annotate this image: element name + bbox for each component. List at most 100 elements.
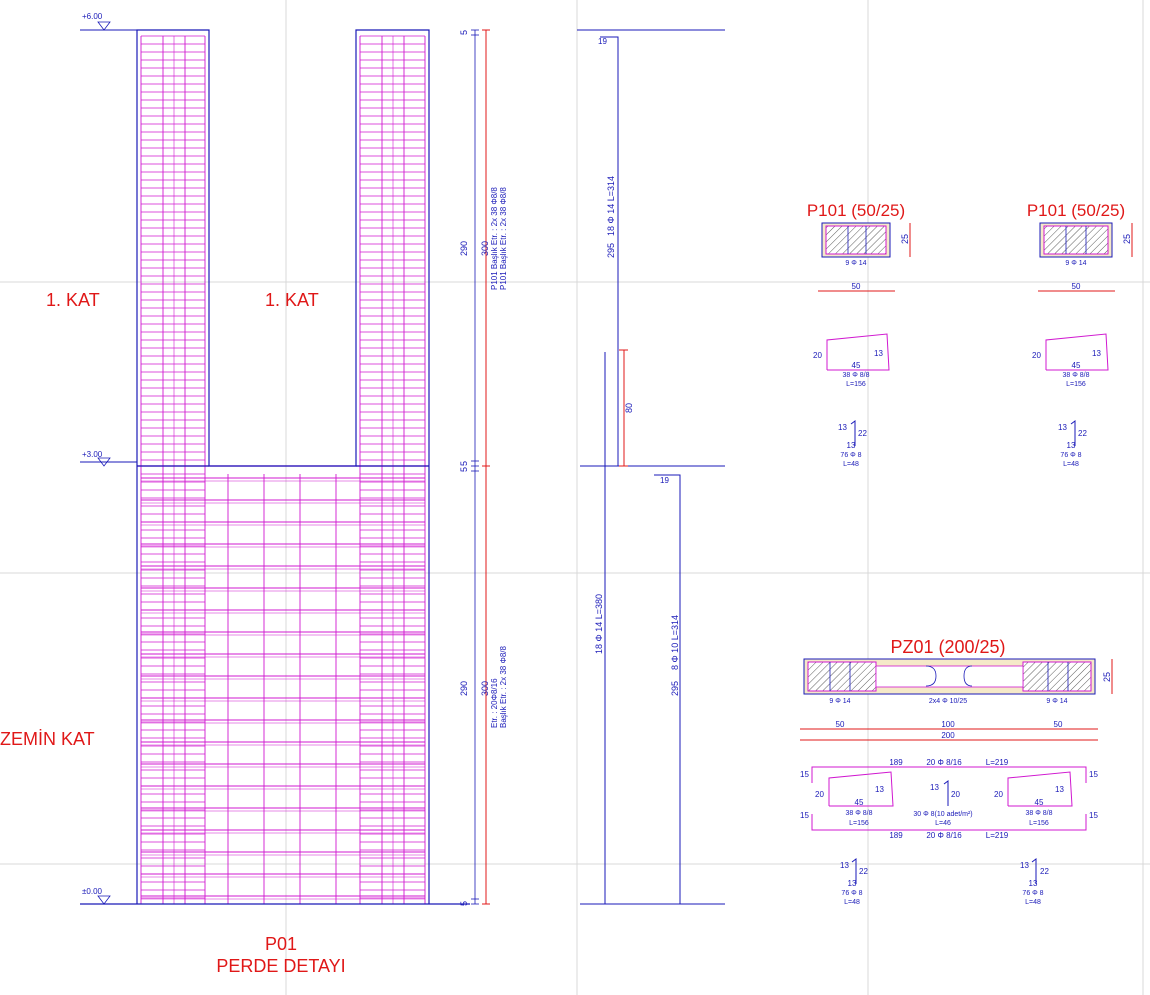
- dim-lower-bottom: 5: [459, 901, 469, 906]
- wall-outline: [80, 29, 470, 905]
- p101-left-stirrup-len: L=156: [846, 381, 866, 388]
- section-pz01: PZ01 (200/25) 9 Φ 14 2x4 Φ 10/25 9 Φ 14 …: [800, 637, 1113, 906]
- lower-bar-label: 8 Φ 10 L=314: [670, 615, 680, 670]
- section-p101-right: P101 (50/25) 9 Φ 14 25 50 20 13 45 38 Φ …: [1027, 201, 1133, 468]
- lower-stirrup-note-1: Etr. : 20Φ8/16: [490, 678, 499, 728]
- upper-stirrup-note-2: P101 Başlık Etr. : 2x 38 Φ8/8: [499, 187, 508, 290]
- pz01-bars-right: 9 Φ 14: [1046, 698, 1067, 705]
- dim-upper-bottom: 5: [459, 461, 469, 466]
- p101-left-tie-c: 13: [847, 441, 856, 450]
- p101-right-stirrup-count: 38 Φ 8/8: [1063, 372, 1090, 379]
- pz01-tie-right-c: 13: [1029, 879, 1038, 888]
- p101-right-depth: 25: [1122, 234, 1132, 244]
- pz01-right-15a: 15: [1089, 770, 1098, 779]
- pz01-tie-right-len: L=48: [1025, 899, 1041, 906]
- floor-label-first-right: 1. KAT: [265, 290, 319, 310]
- dim-lower-top: 5: [459, 467, 469, 472]
- pz01-mid-len: L=46: [935, 820, 951, 827]
- pz01-stir-count-left: 38 Φ 8/8: [846, 810, 873, 817]
- section-p101-left: P101 (50/25) 9 Φ 14 25 50 20 13 45 38 Φ …: [807, 201, 911, 468]
- upper-bar-hook: 19: [598, 37, 607, 46]
- lap-dimension: [619, 349, 628, 467]
- p101-right-tie-c: 13: [1067, 441, 1076, 450]
- p101-left-bars: 9 Φ 14: [845, 260, 866, 267]
- pz01-top-count: 20 Φ 8/16: [926, 758, 962, 767]
- pz01-dim-right: 50: [1054, 720, 1063, 729]
- pz01-stir-len-left: L=156: [849, 820, 869, 827]
- pz01-stir-count-right: 38 Φ 8/8: [1026, 810, 1053, 817]
- pz01-stir-len-right: L=156: [1029, 820, 1049, 827]
- p101-left-stirrup-w: 45: [852, 361, 861, 370]
- pz01-left-15b: 15: [800, 811, 809, 820]
- pz01-stir-w-left: 45: [855, 798, 864, 807]
- pz01-left-15a: 15: [800, 770, 809, 779]
- p101-right-stirrup-w: 45: [1072, 361, 1081, 370]
- p101-right-width: 50: [1072, 282, 1081, 291]
- pz01-mid-tie-b: 20: [951, 790, 960, 799]
- level-mid-label: +3.00: [82, 450, 103, 459]
- p101-left-tie-a: 13: [838, 423, 847, 432]
- p101-right-bars: 9 Φ 14: [1065, 260, 1086, 267]
- p101-left-tie-len: L=48: [843, 461, 859, 468]
- pz01-stir-h-right: 20: [994, 790, 1003, 799]
- elevation-dimensions: 5 290 300 5 5 290 300 5 P101 Başlık Etr.…: [459, 29, 508, 906]
- p101-right-tie-len: L=48: [1063, 461, 1079, 468]
- pz01-tie-left-len: L=48: [844, 899, 860, 906]
- dim-upper-top: 5: [459, 30, 469, 35]
- pz01-bot-count: 20 Φ 8/16: [926, 831, 962, 840]
- pz01-tie-left-count: 76 Φ 8: [841, 890, 862, 897]
- pz01-hook-right: 13: [1055, 785, 1064, 794]
- p101-left-tie-b: 22: [858, 429, 867, 438]
- pz01-dim-left: 50: [836, 720, 845, 729]
- upper-stirrup-note-1: P101 Başlık Etr. : 2x 38 Φ8/8: [490, 187, 499, 290]
- rebar-mesh: [137, 35, 429, 904]
- pz01-mid-tie-a: 13: [930, 783, 939, 792]
- drawing-name: PERDE DETAYI: [216, 956, 345, 976]
- p101-right-stirrup-h: 20: [1032, 351, 1041, 360]
- bar-schedule: [577, 29, 725, 905]
- p101-right-hook: 13: [1092, 349, 1101, 358]
- dim-upper-total: 300: [480, 241, 490, 256]
- dim-lower-height: 290: [459, 681, 469, 696]
- lower-stirrup-note-2: Başlık Etr. : 2x 38 Φ8/8: [499, 645, 508, 728]
- pz01-right-15b: 15: [1089, 811, 1098, 820]
- p101-right-tie-a: 13: [1058, 423, 1067, 432]
- pz01-tie-left-b: 22: [859, 867, 868, 876]
- pz01-dim-total: 200: [941, 731, 955, 740]
- p101-right-stirrup-len: L=156: [1066, 381, 1086, 388]
- lower-main-bar-label: 18 Φ 14 L=380: [594, 594, 604, 654]
- lower-bar-length: 295: [670, 681, 680, 696]
- pz01-tie-left-a: 13: [840, 861, 849, 870]
- pz01-bot-len: 189: [889, 831, 903, 840]
- lower-bar-hook: 19: [660, 476, 669, 485]
- p101-left-stirrup-h: 20: [813, 351, 822, 360]
- pz01-depth: 25: [1102, 672, 1112, 682]
- level-marker-base: ±0.00: [82, 887, 111, 905]
- p101-left-title: P101 (50/25): [807, 201, 905, 220]
- p101-left-depth: 25: [900, 234, 910, 244]
- dim-upper-height: 290: [459, 241, 469, 256]
- p101-left-hook: 13: [874, 349, 883, 358]
- drawing-code: P01: [265, 934, 297, 954]
- pz01-bot-L: L=219: [986, 831, 1009, 840]
- level-marker-mid: +3.00: [80, 450, 137, 467]
- dim-lower-total: 300: [480, 681, 490, 696]
- pz01-hook-left: 13: [875, 785, 884, 794]
- level-base-label: ±0.00: [82, 887, 103, 896]
- pz01-dim-mid: 100: [941, 720, 955, 729]
- floor-label-first-left: 1. KAT: [46, 290, 100, 310]
- p101-right-tie-count: 76 Φ 8: [1060, 452, 1081, 459]
- upper-bar-length: 295: [606, 243, 616, 258]
- wall-elevation: [80, 29, 470, 905]
- p101-left-tie-count: 76 Φ 8: [840, 452, 861, 459]
- pz01-stir-w-right: 45: [1035, 798, 1044, 807]
- pz01-title: PZ01 (200/25): [890, 637, 1005, 657]
- p101-right-title: P101 (50/25): [1027, 201, 1125, 220]
- upper-bar-label: 18 Φ 14 L=314: [606, 176, 616, 236]
- pz01-bars-left: 9 Φ 14: [829, 698, 850, 705]
- level-marker-top: +6.00: [80, 12, 137, 31]
- pz01-mid-count: 30 Φ 8(10 adet/m²): [913, 811, 972, 818]
- p101-left-stirrup-count: 38 Φ 8/8: [843, 372, 870, 379]
- level-top-label: +6.00: [82, 12, 103, 21]
